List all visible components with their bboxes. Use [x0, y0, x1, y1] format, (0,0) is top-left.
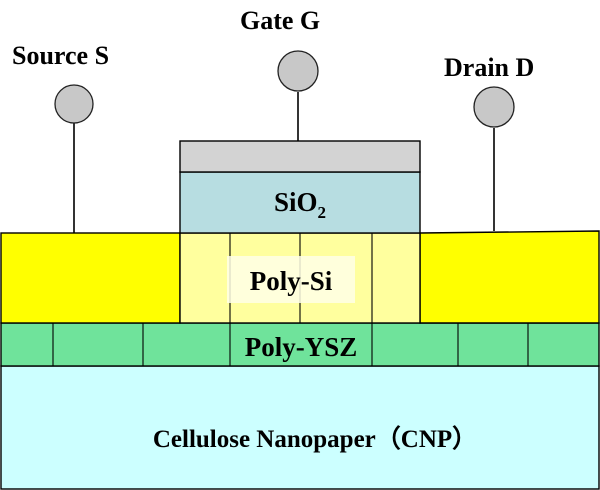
gate-metal-layer [179, 140, 421, 173]
source-region [0, 232, 181, 324]
source-terminal-icon [54, 84, 94, 124]
drain-region [419, 230, 600, 324]
buffer-layer [0, 322, 600, 367]
gate-oxide-label-subscript: 2 [318, 203, 327, 222]
gate-oxide-label: SiO2 [274, 187, 326, 222]
gate-label: Gate G [240, 6, 320, 35]
drain-terminal-icon [473, 86, 515, 128]
channel-label: Poly-Si [250, 266, 333, 296]
drain-label: Drain D [444, 53, 534, 82]
buffer-grid-lines [52, 323, 529, 366]
substrate-label: Cellulose Nanopaper（CNP） [153, 424, 477, 453]
buffer-label: Poly-YSZ [245, 332, 358, 362]
gate-oxide-label-main: SiO [274, 187, 318, 217]
gate-terminal-icon [277, 50, 319, 92]
channel-label-box [227, 256, 355, 303]
substrate-layer [0, 365, 600, 490]
source-label: Source S [12, 41, 109, 70]
